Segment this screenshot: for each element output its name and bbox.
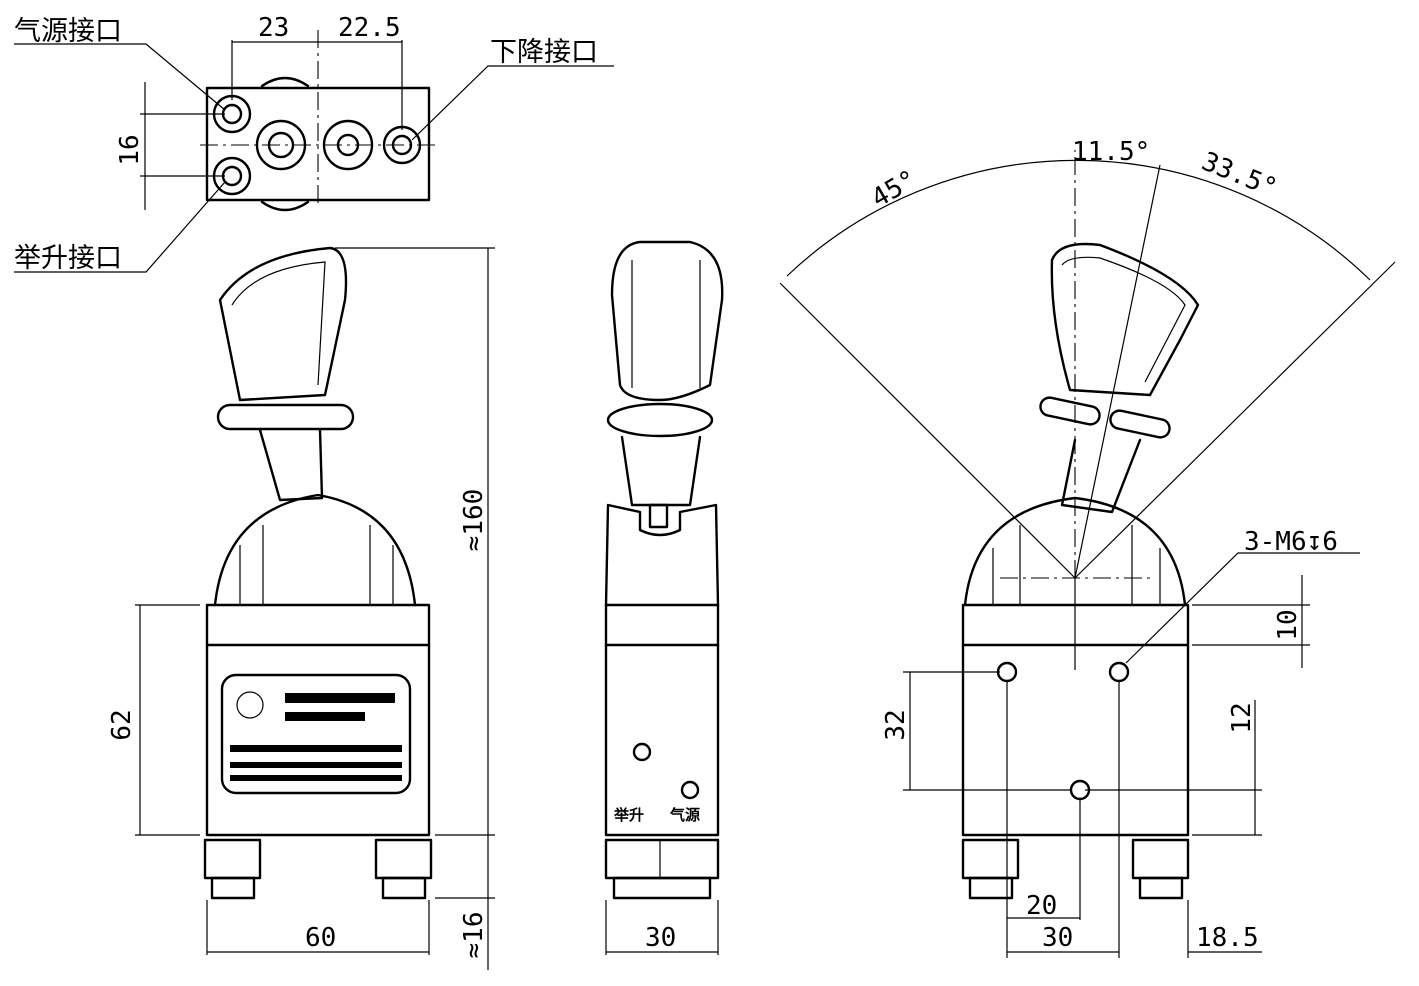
- front-view-body: [205, 603, 431, 837]
- dim-hole-offset-h: 20: [1026, 891, 1057, 921]
- angle-left-label: 45°: [867, 165, 923, 214]
- dim-overall-height: ≈160: [459, 489, 489, 552]
- mount-hole-icon: [1108, 661, 1130, 683]
- mount-hole-icon: [996, 661, 1018, 683]
- nameplate-logo-icon: [236, 691, 264, 719]
- lowering-port-label: 下降接口: [490, 37, 598, 68]
- nameplate-text-line: [230, 745, 402, 752]
- dim-top-pitch-b: 22.5: [338, 13, 401, 43]
- side-lift-label: 举升: [613, 806, 644, 824]
- dim-top-pitch-a: 23: [258, 13, 289, 43]
- top-view: 23 22.5 16 气源接口 下降接口 举升接口: [14, 13, 614, 274]
- fitting-left: [203, 838, 262, 900]
- dim-hole-spacing-v: 32: [881, 709, 911, 740]
- top-view-lever-arc-lower: [260, 200, 310, 212]
- dim-hole-edge-h: 18.5: [1196, 923, 1259, 953]
- side-view-body: [604, 603, 720, 837]
- front-view: 62 60 ≈160 ≈16: [107, 246, 495, 970]
- nameplate-text-line: [285, 693, 395, 703]
- dim-hole-spacing-h: 30: [1042, 923, 1073, 953]
- rear-view-knob: [1050, 242, 1200, 397]
- nameplate-text-line: [285, 712, 365, 721]
- rear-fitting-right: [1131, 838, 1190, 900]
- dim-top-height: 16: [115, 134, 145, 165]
- rear-view-collar: [1039, 396, 1101, 426]
- rear-view: 45° 11.5° 33.5° 3-M6↧6 10 12 32 20 30 18…: [779, 137, 1396, 958]
- side-view-bracket: [604, 503, 720, 607]
- fitting-right: [374, 838, 433, 900]
- front-view-knob: [218, 246, 348, 402]
- dim-hole-offset-v: 12: [1227, 702, 1257, 733]
- front-view-collar: [216, 403, 355, 431]
- side-hole-icon: [680, 780, 700, 800]
- side-view: 举升 气源 30: [604, 240, 724, 955]
- top-view-lever-arc: [260, 76, 310, 88]
- nameplate-text-line: [230, 775, 402, 781]
- angle-right-label: 33.5°: [1197, 147, 1281, 204]
- side-view-knob: [610, 240, 724, 402]
- dim-body-width: 60: [305, 923, 336, 953]
- dim-hole-top-offset: 10: [1273, 609, 1303, 640]
- dim-body-height: 62: [107, 709, 137, 740]
- angle-arc: [786, 159, 1371, 281]
- side-hole-icon: [632, 742, 652, 762]
- dim-side-width: 30: [645, 923, 676, 953]
- air-source-port-label: 气源接口: [14, 16, 122, 47]
- nameplate-text-line: [230, 762, 402, 768]
- rear-fitting-left: [961, 838, 1020, 900]
- nameplate: [220, 673, 412, 795]
- side-air-label: 气源: [669, 806, 700, 824]
- front-view-dome: [213, 493, 417, 607]
- thread-spec-label: 3-M6↧6: [1244, 527, 1338, 557]
- side-fittings: [604, 838, 720, 900]
- angle-mid-label: 11.5°: [1072, 137, 1150, 167]
- side-view-collar: [606, 402, 714, 438]
- dim-fitting-height: ≈16: [459, 912, 489, 959]
- lifting-port-label: 举升接口: [14, 243, 122, 274]
